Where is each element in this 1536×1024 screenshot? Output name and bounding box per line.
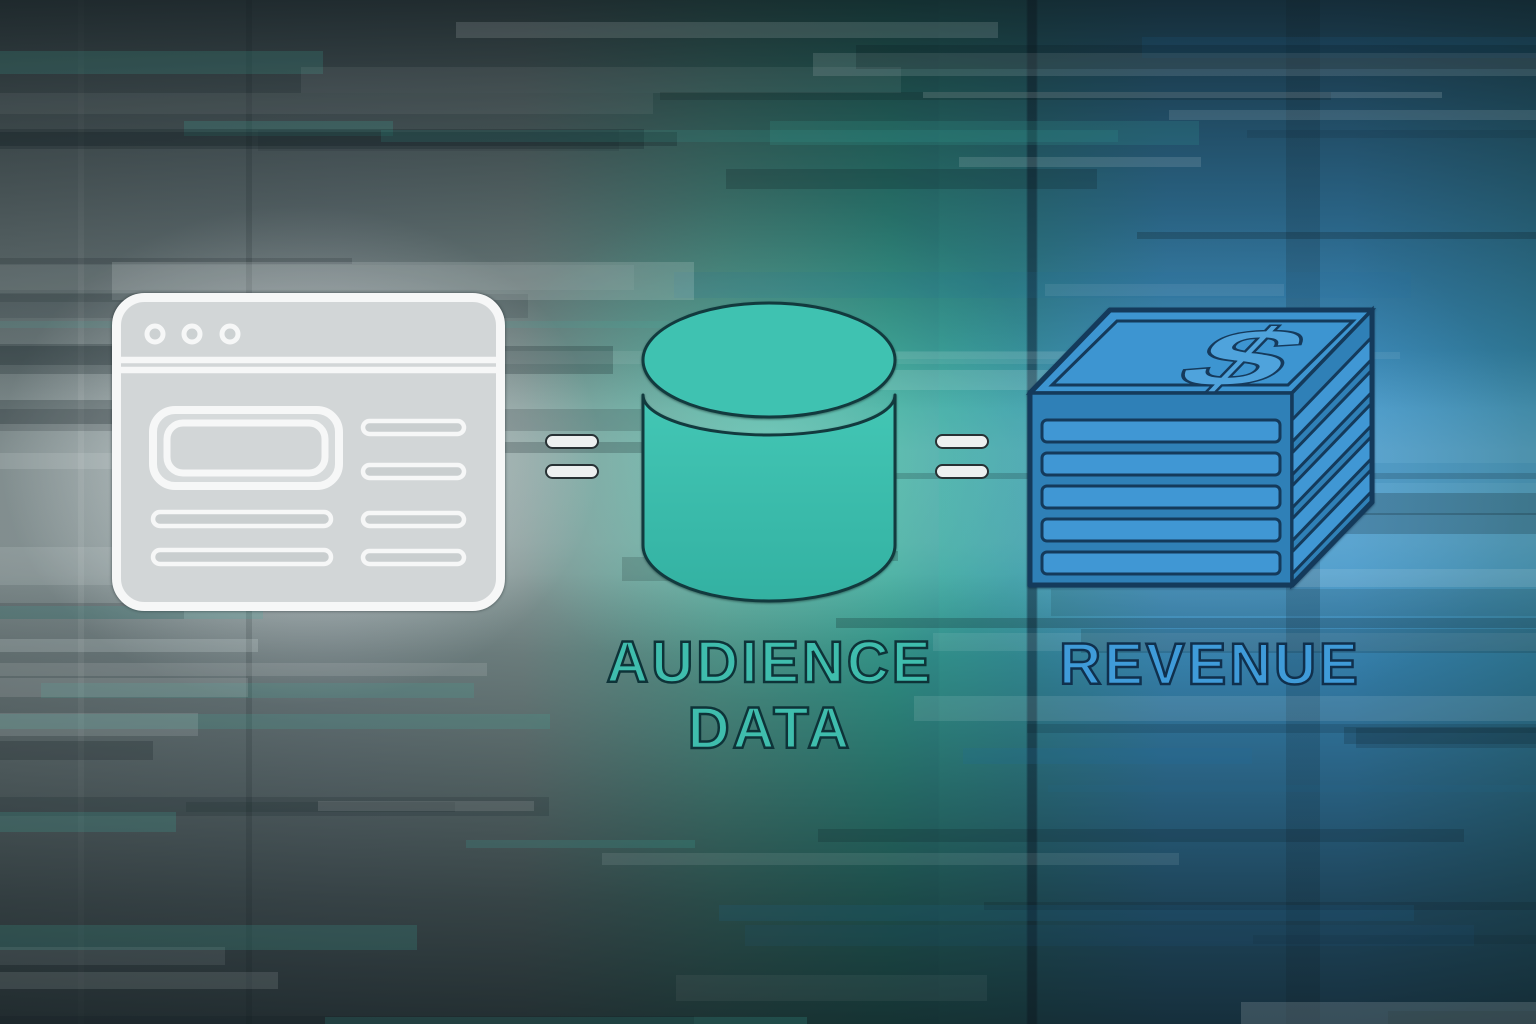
audience-line: AUDIENCE: [605, 629, 934, 697]
front-bill-slats: [1040, 418, 1282, 576]
content-bar: [360, 462, 467, 481]
audience-data-label: AUDIENCE DATA: [540, 629, 1000, 763]
content-bar: [150, 509, 334, 529]
window-button-icon: [219, 323, 241, 345]
window-button-icon: [181, 323, 203, 345]
side-bill-slats: [1290, 333, 1374, 578]
content-bar: [360, 548, 467, 567]
content-bar: [360, 418, 467, 437]
database-icon: [641, 301, 897, 603]
browser-window-icon: [112, 293, 505, 611]
top-bill-inset: [1048, 319, 1357, 387]
window-button-icon: [144, 323, 166, 345]
money-stack-icon: $: [1025, 305, 1377, 590]
content-bar: [150, 547, 334, 567]
data-line: DATA: [687, 695, 853, 763]
revenue-label: REVENUE: [1058, 631, 1361, 699]
cylinder-body: [641, 393, 897, 603]
content-bar: [360, 510, 467, 529]
cylinder-lid: [641, 301, 897, 419]
